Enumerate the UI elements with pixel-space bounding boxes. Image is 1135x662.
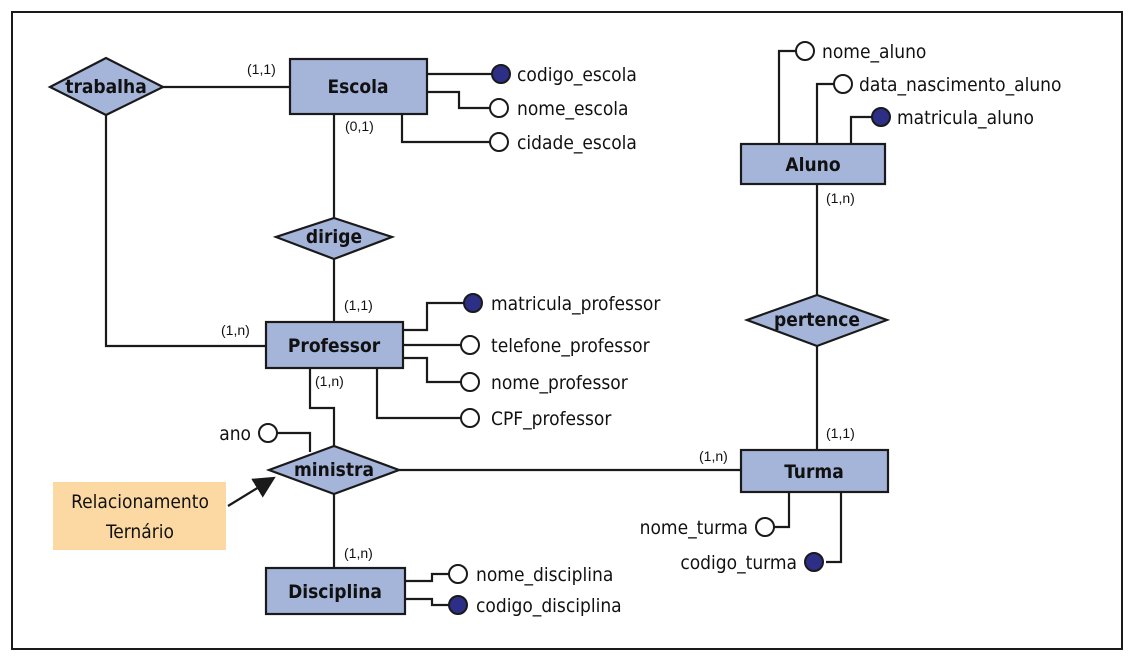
attr-nome-professor: nome_professor [491, 372, 629, 394]
entity-professor-label: Professor [288, 335, 381, 357]
entity-professor: Professor [264, 320, 405, 370]
attribute-markers [258, 41, 891, 615]
attribute-marker [489, 132, 509, 152]
attribute-marker [795, 41, 815, 61]
attr-nome-turma: nome_turma [640, 517, 748, 539]
note-arrow [227, 476, 276, 507]
entity-turma-label: Turma [784, 461, 844, 483]
attr-matricula-professor: matricula_professor [491, 293, 661, 315]
note-line-2: Ternário [105, 521, 174, 543]
attribute-marker [460, 335, 480, 355]
attr-telefone-professor: telefone_professor [491, 335, 651, 357]
relationship-trabalha: trabalha [47, 56, 166, 117]
note-box [53, 482, 226, 550]
attr-nome-disciplina: nome_disciplina [476, 564, 613, 586]
attribute-marker [460, 372, 480, 392]
attr-data-nascimento-aluno: data_nascimento_aluno [859, 74, 1061, 96]
relationship-dirige: dirige [272, 216, 396, 261]
cardinality-turma-ministra: (1,n) [699, 448, 728, 464]
attr-ano: ano [219, 423, 251, 445]
cardinality-aluno-pertence: (1,n) [826, 190, 855, 206]
cardinality-escola-dirige: (0,1) [345, 118, 374, 134]
key-attribute-marker [804, 552, 824, 572]
entity-aluno-label: Aluno [785, 154, 840, 176]
cardinality-professor-dirige: (1,1) [344, 297, 373, 313]
attr-codigo-escola: codigo_escola [517, 64, 637, 86]
attr-codigo-turma: codigo_turma [680, 552, 797, 574]
connector-lines [104, 49, 872, 607]
attribute-marker [489, 98, 509, 118]
attr-nome-aluno: nome_aluno [822, 41, 926, 63]
relationship-pertence-label: pertence [774, 309, 860, 331]
entity-turma: Turma [739, 448, 890, 494]
attribute-marker [755, 517, 775, 537]
key-attribute-marker [491, 64, 511, 84]
cardinality-turma-pertence: (1,1) [826, 425, 855, 441]
relationship-trabalha-label: trabalha [65, 76, 146, 98]
attribute-marker [833, 74, 853, 94]
cardinality-disciplina-ministra: (1,n) [344, 545, 373, 561]
entity-disciplina-label: Disciplina [288, 581, 382, 603]
relationship-ministra-label: ministra [294, 459, 374, 481]
relationship-ministra: ministra [265, 444, 403, 496]
attribute-marker [460, 408, 480, 428]
cardinality-escola-trabalha: (1,1) [247, 61, 276, 77]
attr-cpf-professor: CPF_professor [491, 408, 612, 430]
cardinality-labels: (1,1) (0,1) (1,1) (1,n) (1,n) (1,n) (1,1… [221, 61, 855, 561]
attribute-labels: codigo_escola nome_escola cidade_escola … [219, 41, 1061, 617]
entity-aluno: Aluno [739, 142, 887, 186]
key-attribute-marker [871, 107, 891, 127]
key-attribute-marker [463, 293, 483, 313]
attribute-marker [448, 564, 468, 584]
key-attribute-marker [448, 595, 468, 615]
cardinality-professor-trabalha: (1,n) [221, 322, 250, 338]
attr-cidade-escola: cidade_escola [517, 132, 637, 154]
attr-matricula-aluno: matricula_aluno [897, 107, 1034, 129]
relationship-pertence: pertence [743, 293, 891, 348]
cardinality-professor-ministra: (1,n) [315, 373, 344, 389]
entity-escola: Escola [288, 57, 429, 116]
attribute-marker [258, 423, 278, 443]
ternary-relationship-note: Relacionamento Ternário [53, 476, 276, 550]
note-line-1: Relacionamento [71, 491, 209, 513]
attr-nome-escola: nome_escola [517, 98, 629, 120]
entity-escola-label: Escola [327, 76, 388, 98]
entity-disciplina: Disciplina [264, 566, 407, 616]
attr-codigo-disciplina: codigo_disciplina [476, 595, 622, 617]
relationship-dirige-label: dirige [306, 226, 362, 248]
